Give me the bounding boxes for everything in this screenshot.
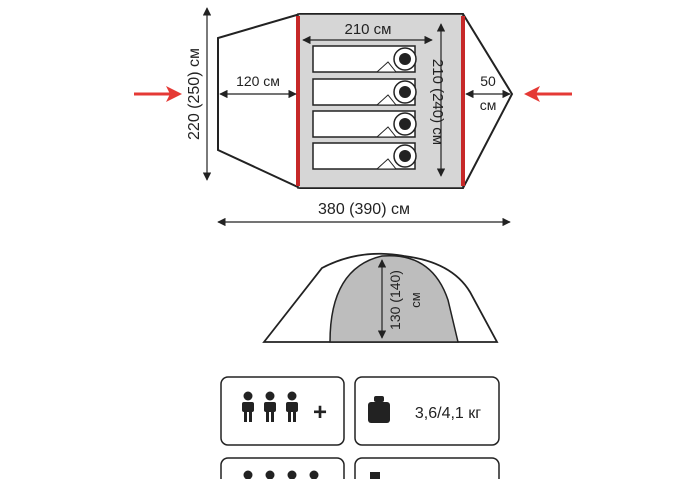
right-entrance-arrow [524,86,572,102]
weight-card: 3,6/4,1 кг [354,376,500,446]
side-profile: 130 (140) см [262,252,499,343]
weight-label: 3,6/4,1 кг [415,405,481,422]
profile-height-unit: см [408,292,423,308]
capacity-card: + [220,376,345,446]
inner-width-label: 210 см [344,21,391,38]
spec-card-partial [220,457,345,479]
person-icon [286,391,298,422]
rear-apse-value: 50 [480,73,496,89]
inner-depth-label: 210 (240) см [429,59,446,145]
vestibule-label: 120 см [236,73,280,89]
sleeping-pad [312,45,417,73]
sleeping-pad [312,110,417,138]
person-icon [243,470,319,479]
capacity-extra-label: + [313,399,327,426]
person-icon [242,391,254,422]
weight-icon [368,396,390,423]
profile-inner-tent [329,254,459,343]
spec-card-partial [354,457,500,479]
sleeping-pad [312,142,417,170]
floor-plan: 210 см 210 (240) см 120 см 50 см 220 (25… [134,7,572,227]
sleeping-pad [312,78,417,106]
left-entrance-arrow [134,86,182,102]
person-icon [264,391,276,422]
rear-apse-unit: см [480,97,497,113]
overall-height-label: 220 (250) см [186,48,203,140]
spec-icon [370,472,380,479]
profile-height-value: 130 (140) [387,270,403,330]
overall-length-label: 380 (390) см [318,201,410,218]
